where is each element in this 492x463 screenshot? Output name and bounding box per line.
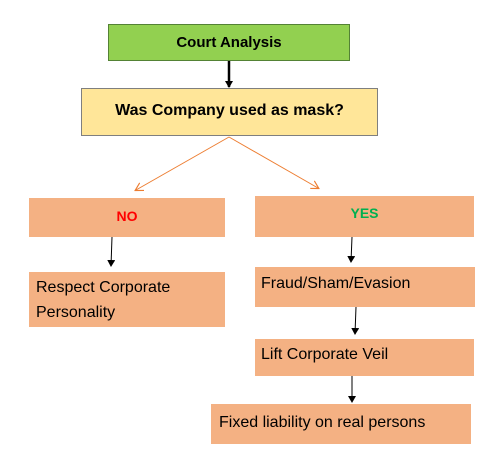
- court-analysis-box: Court Analysis: [108, 24, 350, 61]
- yes-box: YES: [255, 196, 474, 237]
- arrow-question-to-yes: [228, 136, 318, 188]
- lift-corporate-veil-box: Lift Corporate Veil: [255, 339, 474, 376]
- respect-corporate-box: Respect Corporate Personality: [29, 272, 225, 327]
- no-box: NO: [29, 198, 225, 237]
- respect-corporate-label-line2: Personality: [36, 304, 116, 321]
- court-analysis-label: Court Analysis: [176, 34, 282, 51]
- arrow-fraud-to-lift: [351, 306, 360, 335]
- no-label: NO: [116, 208, 138, 224]
- arrow-yes-to-fraud: [347, 236, 356, 263]
- yes-label: YES: [350, 205, 379, 221]
- fixed-liability-box: Fixed liability on real persons: [211, 404, 471, 444]
- arrow-question-to-no: [136, 136, 230, 190]
- fixed-liability-label: Fixed liability on real persons: [219, 414, 426, 431]
- lift-corporate-veil-label: Lift Corporate Veil: [261, 346, 389, 363]
- fraud-sham-evasion-label: Fraud/Sham/Evasion: [261, 275, 411, 292]
- fraud-sham-evasion-box: Fraud/Sham/Evasion: [255, 267, 475, 307]
- respect-corporate-label-line1: Respect Corporate: [36, 279, 171, 296]
- question-box: Was Company used as mask?: [81, 88, 378, 136]
- question-label: Was Company used as mask?: [115, 102, 344, 119]
- arrow-no-to-respect: [107, 236, 116, 267]
